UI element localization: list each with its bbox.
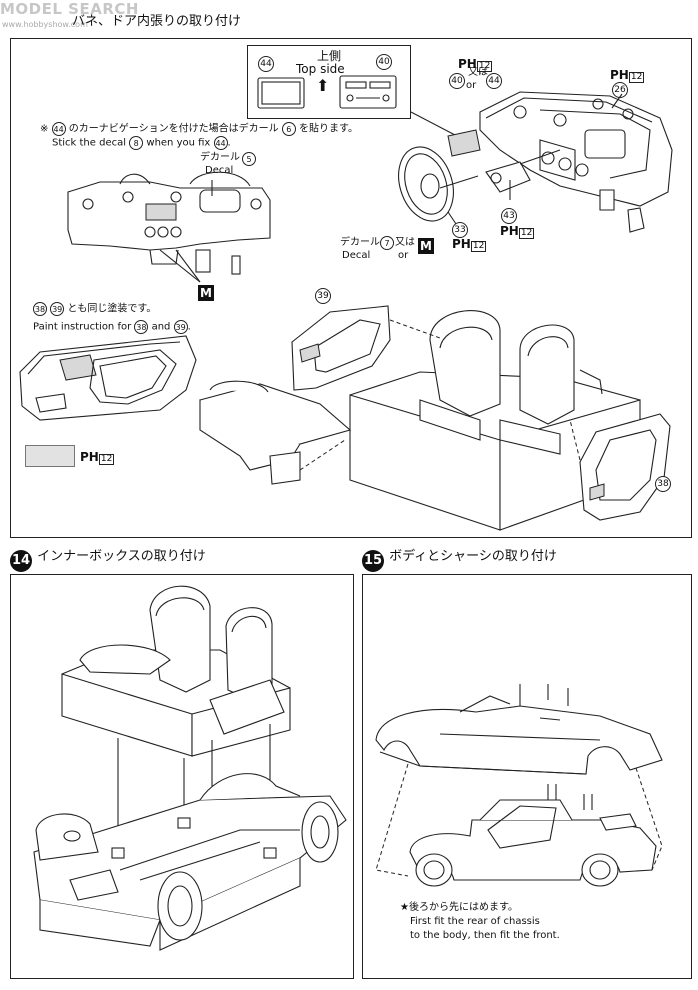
part-number-38-note: 38 bbox=[33, 302, 47, 316]
part-number-40: 40 bbox=[376, 54, 392, 70]
section15-note-jp: ★後ろから先にはめます。 bbox=[400, 902, 518, 914]
ph-label: PH bbox=[452, 237, 471, 251]
paint-color-swatch bbox=[25, 445, 75, 467]
decal-number-5: 5 bbox=[242, 152, 256, 166]
ph-label: PH bbox=[610, 68, 629, 82]
note-marker: ※ bbox=[40, 123, 49, 135]
section15-frame bbox=[362, 574, 692, 979]
section15-note-en-line2: to the body, then fit the front. bbox=[410, 930, 560, 941]
paint-note-en: Paint instruction for 38 and 39. bbox=[33, 320, 191, 334]
section15-note-jp-text: 後ろから先にはめます。 bbox=[408, 902, 518, 913]
part-number-33: 33 bbox=[452, 222, 468, 238]
decal7-or-en: or bbox=[398, 250, 409, 261]
audio-unit-drawing bbox=[339, 75, 397, 109]
part-number-39: 39 bbox=[315, 288, 331, 304]
step-number-15: 15 bbox=[362, 549, 384, 572]
watermark-site: www.hobbyshow.com bbox=[2, 20, 88, 29]
navi-note-en-start: Stick the decal bbox=[52, 137, 127, 149]
navi-note-en-end: . bbox=[227, 137, 231, 149]
navi-note-en-mid: when you fix bbox=[146, 137, 211, 149]
m-mark-icon: M bbox=[418, 238, 434, 254]
navi-note-jp-end: を貼ります。 bbox=[298, 123, 358, 135]
section15-note-en-line1: First fit the rear of chassis bbox=[410, 916, 540, 927]
ph-number: 12 bbox=[628, 72, 645, 83]
part-number-44: 44 bbox=[258, 56, 274, 72]
part-number-26: 26 bbox=[612, 82, 628, 98]
paint-note-jp-text: とも同じ塗装です。 bbox=[67, 303, 157, 315]
top-side-label-jp: 上側 bbox=[317, 49, 342, 63]
ph-number: 12 bbox=[518, 228, 535, 239]
section15-title: ボディとシャーシの取り付け bbox=[389, 549, 557, 564]
section13-title: バネ、ドア内張りの取り付け bbox=[72, 14, 242, 29]
decal5-label-en: Decal bbox=[205, 165, 234, 176]
decal7-or-jp: 又は bbox=[395, 237, 415, 248]
top-side-label-en: Top side bbox=[296, 62, 345, 76]
paint-note-en-and: and bbox=[151, 321, 171, 333]
section14-title: インナーボックスの取り付け bbox=[37, 549, 206, 564]
navi-note-jp-text: のカーナビゲーションを付けた場合はデカール bbox=[68, 123, 279, 135]
note-star-icon: ★ bbox=[400, 902, 409, 913]
part-number-38: 38 bbox=[655, 476, 671, 492]
ph-number: 12 bbox=[476, 61, 493, 72]
dash-m-mark-icon: M bbox=[198, 285, 214, 301]
up-arrow-icon: ⬆ bbox=[316, 76, 330, 95]
decal-number-8: 8 bbox=[129, 136, 144, 150]
ph-number: 12 bbox=[470, 241, 487, 252]
part-number-44-note: 44 bbox=[51, 122, 66, 136]
part-number-44-callout: 44 bbox=[486, 73, 502, 89]
step-number-14: 14 bbox=[10, 549, 32, 572]
decal7-label-jp: デカール bbox=[340, 237, 380, 248]
part-number-39-note: 39 bbox=[50, 302, 65, 316]
part-number-39-en: 39 bbox=[173, 320, 188, 334]
watermark-logo: MODEL SEARCH bbox=[0, 0, 139, 18]
section15-header: 15 ボディとシャーシの取り付け bbox=[362, 549, 557, 572]
paint-note-en-start: Paint instruction for bbox=[33, 321, 132, 333]
paint-note-en-end: . bbox=[187, 321, 191, 333]
decal7-label-en: Decal bbox=[342, 250, 371, 261]
ph-label: PH bbox=[458, 57, 477, 71]
or-en-40-44: or bbox=[466, 80, 477, 91]
decal5-label-jp: デカール bbox=[200, 152, 240, 163]
part-number-38-en: 38 bbox=[134, 320, 149, 334]
navi-screen-area bbox=[145, 203, 177, 221]
decal-number-6: 6 bbox=[281, 122, 296, 136]
part-number-43: 43 bbox=[501, 208, 517, 224]
navi-screen-drawing bbox=[257, 77, 305, 109]
decal-number-7: 7 bbox=[380, 236, 394, 250]
part-number-44-en: 44 bbox=[213, 136, 228, 150]
watermark-brand: MODEL SEARCH bbox=[0, 0, 139, 18]
navi-note-jp: ※ 44 のカーナビゲーションを付けた場合はデカール 6 を貼ります。 bbox=[40, 122, 358, 136]
or-jp-40-44: 又は bbox=[468, 67, 488, 78]
ph-label: PH bbox=[500, 224, 519, 238]
navi-note-en: Stick the decal 8 when you fix 44. bbox=[52, 136, 231, 150]
ph-label: PH bbox=[80, 450, 99, 464]
section14-header: 14 インナーボックスの取り付け bbox=[10, 549, 206, 572]
ph-number: 12 bbox=[98, 454, 115, 465]
part-number-40-callout: 40 bbox=[449, 73, 465, 89]
paint-note-jp: 38 39 とも同じ塗装です。 bbox=[33, 302, 156, 316]
